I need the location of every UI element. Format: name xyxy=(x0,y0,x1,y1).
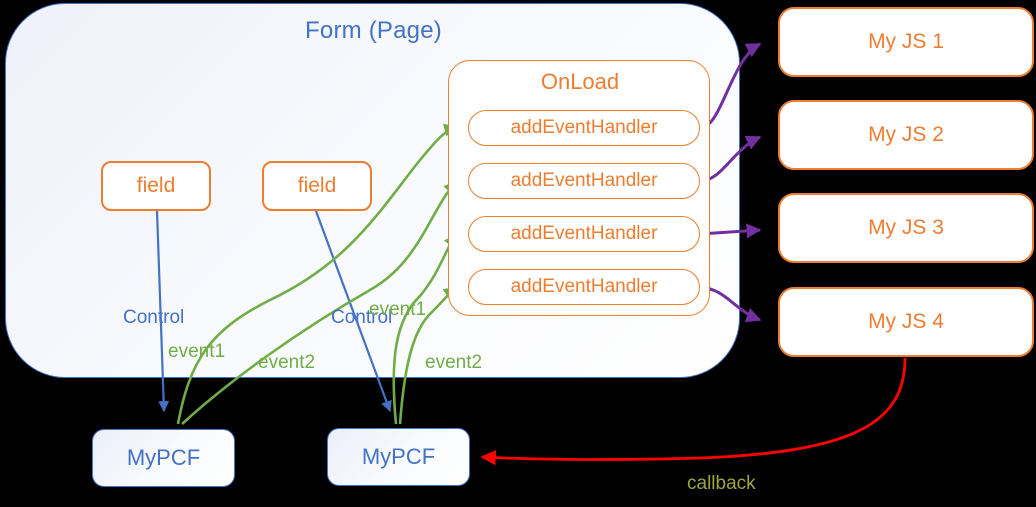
edge-label-event2-a: event2 xyxy=(258,352,316,373)
add-event-handler-2[interactable]: addEventHandler xyxy=(468,163,700,199)
edge-label-event1-b: event1 xyxy=(369,299,427,320)
onload-title: OnLoad xyxy=(540,69,620,94)
field-box-1[interactable]: field xyxy=(101,161,211,211)
my-js-box-3[interactable]: My JS 3 xyxy=(778,193,1034,263)
my-js-box-2[interactable]: My JS 2 xyxy=(778,100,1034,170)
add-event-handler-1[interactable]: addEventHandler xyxy=(468,110,700,146)
edge-label-event2-b: event2 xyxy=(425,352,483,373)
my-js-box-4[interactable]: My JS 4 xyxy=(778,287,1034,357)
connector-callback xyxy=(480,357,907,466)
connector-event1-a xyxy=(176,123,458,425)
edge-label-event1-a: event1 xyxy=(168,341,226,362)
field-box-2[interactable]: field xyxy=(262,161,372,211)
my-js-box-1[interactable]: My JS 1 xyxy=(778,7,1034,77)
mypcf-box-2[interactable]: MyPCF xyxy=(327,428,470,486)
edge-label-control-1: Control xyxy=(123,307,185,328)
mypcf-box-1[interactable]: MyPCF xyxy=(92,429,235,487)
edge-label-control-2: Control xyxy=(331,307,393,328)
edge-label-callback: callback xyxy=(687,473,756,494)
connector-event1-b xyxy=(392,233,458,425)
connector-control-1 xyxy=(155,210,170,413)
add-event-handler-4[interactable]: addEventHandler xyxy=(468,269,700,305)
connector-event2-a xyxy=(181,181,457,425)
connector-control-2 xyxy=(314,210,392,413)
form-page-title: Form (Page) xyxy=(305,17,442,44)
add-event-handler-3[interactable]: addEventHandler xyxy=(468,216,700,252)
connector-handler-to-js-3 xyxy=(699,223,762,239)
